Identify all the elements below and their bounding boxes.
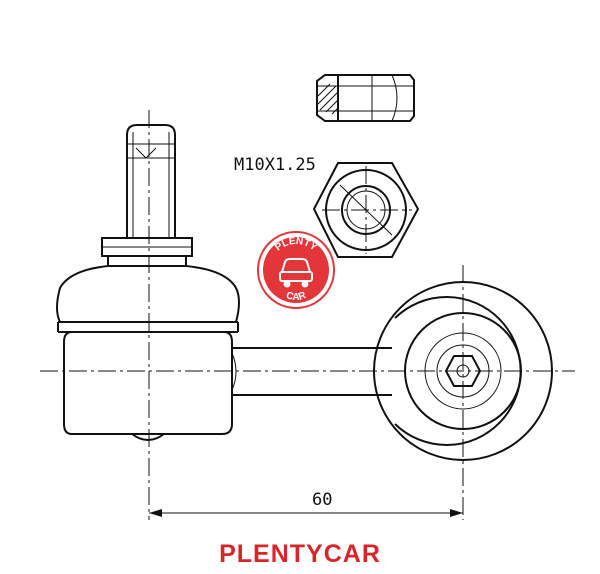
logo-bottom-text: CAR — [285, 290, 309, 303]
nut-side-view — [316, 74, 415, 122]
center-lines — [40, 110, 575, 520]
dust-boot — [56, 265, 240, 323]
thread-size-label: M10X1.25 — [234, 155, 316, 175]
brand-caption: PLENTYCAR — [219, 540, 381, 568]
car-icon — [279, 258, 313, 288]
nut-front-view — [312, 162, 420, 258]
plentycar-logo: PLENTY CAR — [257, 231, 335, 309]
dimension-label: 60 — [312, 490, 332, 510]
svg-text:CAR: CAR — [285, 290, 309, 303]
svg-text:PLENTY: PLENTY — [273, 236, 319, 254]
dimension-line — [149, 509, 463, 517]
stud-collar — [101, 237, 193, 267]
ball-housing — [63, 331, 233, 441]
threaded-stud — [126, 124, 176, 239]
logo-top-text: PLENTY — [273, 236, 319, 254]
link-rod — [231, 347, 392, 396]
boot-retaining-ring — [57, 321, 239, 333]
